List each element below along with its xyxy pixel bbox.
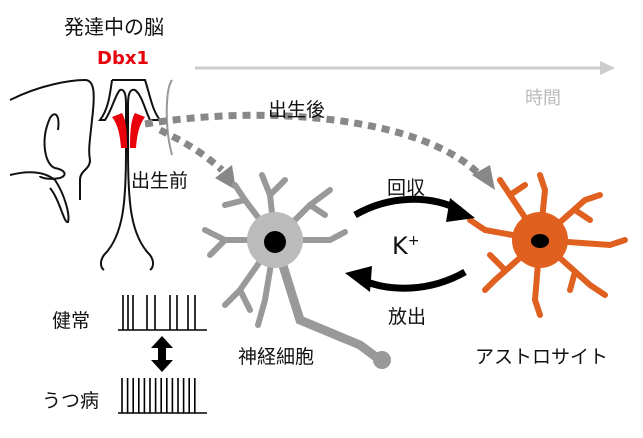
- release-arrow: [360, 268, 467, 292]
- prenatal-arrowhead: [215, 165, 236, 190]
- astrocyte-label: アストロサイト: [475, 346, 609, 368]
- prenatal-label: 出生前: [131, 170, 189, 192]
- uptake-label: 回収: [387, 177, 426, 199]
- postnatal-arrowhead: [472, 165, 495, 190]
- time-arrow: [195, 61, 615, 75]
- postnatal-migration-arrow: [144, 111, 483, 178]
- depression-label: うつ病: [42, 390, 100, 412]
- healthy-label: 健常: [52, 310, 91, 332]
- release-label: 放出: [388, 306, 427, 328]
- postnatal-label: 出生後: [268, 99, 326, 121]
- neuron-label: 神経細胞: [238, 346, 315, 368]
- comparison-double-arrow: [151, 336, 173, 372]
- developing-brain-title: 発達中の脳: [64, 15, 164, 39]
- brain-section: [9, 78, 173, 271]
- potassium-ion-label: K+: [392, 232, 419, 260]
- prenatal-migration-arrow: [158, 126, 225, 173]
- dbx1-region: [112, 113, 145, 148]
- dbx1-label: Dbx1: [97, 48, 149, 69]
- neuron-nucleus: [264, 231, 286, 253]
- astrocyte-cell: [467, 172, 628, 318]
- depression-spike-train: [118, 378, 207, 414]
- astrocyte-nucleus: [531, 234, 549, 248]
- healthy-spike-train: [118, 295, 207, 331]
- uptake-arrow: [353, 195, 462, 219]
- ion-symbol: K: [392, 232, 408, 260]
- ion-charge: +: [407, 233, 420, 249]
- time-label: 時間: [525, 88, 561, 109]
